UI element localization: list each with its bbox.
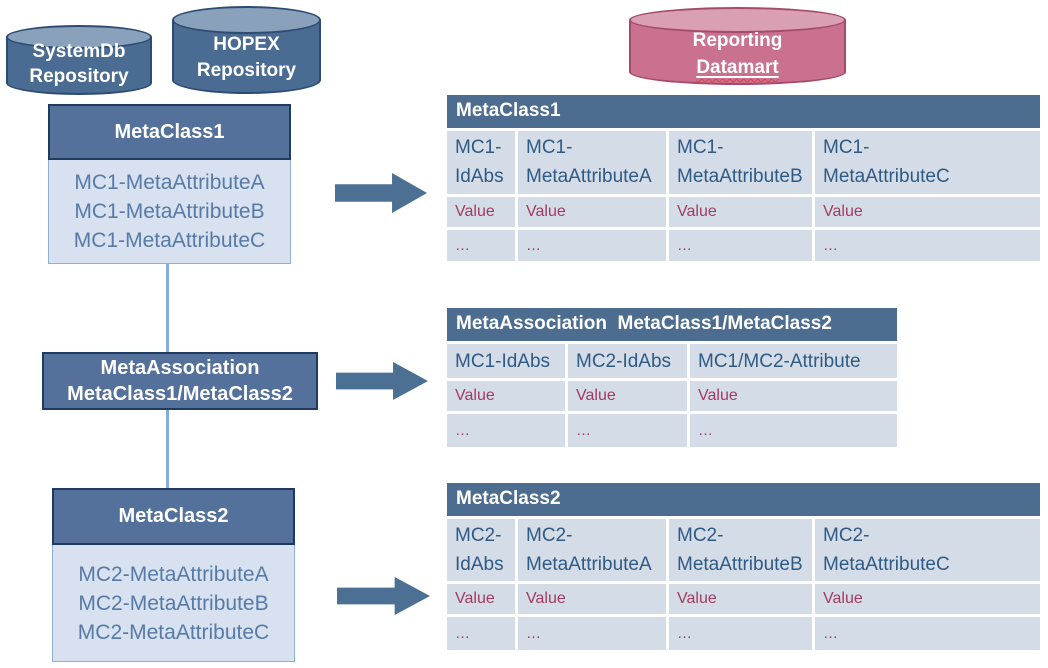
table-title: MetaAssociation MetaClass1/MetaClass2 <box>447 308 897 341</box>
entity-title: MetaClass2 <box>52 488 295 545</box>
table-header-cell: MC1-IdAbs <box>447 344 565 378</box>
table-more-cell: … <box>669 617 812 650</box>
table-grid: MC1- IdAbs MC1- MetaAttributeA MC1- Meta… <box>447 131 1040 261</box>
entity-attribute: MC2-MetaAttributeC <box>77 620 270 644</box>
table-value-cell: Value <box>447 584 515 614</box>
entity-title: MetaClass1 <box>48 104 291 160</box>
metaclass1-entity-box: MetaClass1 MC1-MetaAttributeA MC1-MetaAt… <box>48 104 291 264</box>
metaclass2-table: MetaClass2 MC2- IdAbs MC2- MetaAttribute… <box>447 483 1040 650</box>
cylinder-label-line1: Reporting <box>692 30 783 51</box>
flow-arrow-metaclass2 <box>337 577 430 615</box>
table-more-cell: … <box>518 617 666 650</box>
table-header-cell: MC1- IdAbs <box>447 131 515 194</box>
table-value-cell: Value <box>518 197 666 227</box>
table-more-cell: … <box>447 230 515 261</box>
table-header-cell: MC2- MetaAttributeB <box>669 519 812 581</box>
connector-metaclass1-to-association <box>166 263 169 354</box>
entity-attribute: MC2-MetaAttributeA <box>78 562 269 586</box>
table-header-cell: MC1- MetaAttributeC <box>815 131 1040 194</box>
entity-title-line1: MetaAssociation <box>100 357 260 379</box>
table-more-cell: … <box>815 230 1040 261</box>
table-more-cell: … <box>518 230 666 261</box>
table-value-cell: Value <box>518 584 666 614</box>
cylinder-top-ellipse <box>629 7 846 33</box>
entity-title-line2: MetaClass1/MetaClass2 <box>67 383 293 405</box>
metaassociation-entity-box: MetaAssociation MetaClass1/MetaClass2 <box>42 352 318 410</box>
cylinder-label: SystemDb Repository <box>6 39 152 89</box>
metaclass2-entity-box: MetaClass2 MC2-MetaAttributeA MC2-MetaAt… <box>52 488 295 662</box>
table-value-cell: Value <box>568 381 687 411</box>
table-title: MetaClass2 <box>447 483 1040 516</box>
table-header-cell: MC1- MetaAttributeB <box>669 131 812 194</box>
table-header-cell: MC2- MetaAttributeC <box>815 519 1040 581</box>
table-more-cell: … <box>690 414 897 447</box>
cylinder-top-ellipse <box>172 6 321 34</box>
cylinder-label-line1: HOPEX <box>213 34 280 55</box>
cylinder-label-line2: Repository <box>29 66 129 87</box>
cylinder-label-line2: Repository <box>196 60 297 81</box>
table-value-cell: Value <box>669 197 812 227</box>
cylinder-label-line2: Datamart <box>629 54 846 81</box>
table-header-cell: MC1- MetaAttributeA <box>518 131 666 194</box>
table-more-cell: … <box>815 617 1040 650</box>
metaclass1-table: MetaClass1 MC1- IdAbs MC1- MetaAttribute… <box>447 95 1040 261</box>
flow-arrow-association <box>336 362 428 400</box>
connector-association-to-metaclass2 <box>166 408 169 490</box>
systemdb-repository-cylinder: SystemDb Repository <box>6 25 152 95</box>
cylinder-label-line1: SystemDb <box>32 41 126 62</box>
table-value-cell: Value <box>690 381 897 411</box>
table-value-cell: Value <box>669 584 812 614</box>
entity-attribute: MC1-MetaAttributeC <box>73 229 266 252</box>
table-header-cell: MC1/MC2-Attribute <box>690 344 897 378</box>
table-value-cell: Value <box>815 197 1040 227</box>
table-header-cell: MC2- IdAbs <box>447 519 515 581</box>
entity-attribute-list: MC1-MetaAttributeA MC1-MetaAttributeB MC… <box>48 160 291 264</box>
table-title: MetaClass1 <box>447 95 1040 128</box>
metaassociation-table: MetaAssociation MetaClass1/MetaClass2 MC… <box>447 308 897 447</box>
table-more-cell: … <box>447 414 565 447</box>
entity-attribute: MC1-MetaAttributeB <box>74 200 265 223</box>
table-more-cell: … <box>669 230 812 261</box>
entity-attribute-list: MC2-MetaAttributeA MC2-MetaAttributeB MC… <box>52 545 295 662</box>
cylinder-label: HOPEX Repository <box>172 32 321 84</box>
cylinder-top-ellipse <box>6 25 152 49</box>
flow-arrow-metaclass1 <box>335 173 427 213</box>
hopex-repository-cylinder: HOPEX Repository <box>172 6 321 94</box>
table-more-cell: … <box>568 414 687 447</box>
cylinder-label: Reporting Datamart <box>629 27 846 81</box>
table-header-cell: MC2-IdAbs <box>568 344 687 378</box>
entity-attribute: MC1-MetaAttributeA <box>74 171 265 194</box>
table-value-cell: Value <box>447 197 515 227</box>
spellcheck-squiggle: Datamart <box>696 57 778 78</box>
table-value-cell: Value <box>815 584 1040 614</box>
entity-attribute: MC2-MetaAttributeB <box>78 591 269 615</box>
cylinder-label-line2-text: Datamart <box>696 57 779 78</box>
table-more-cell: … <box>447 617 515 650</box>
table-grid: MC2- IdAbs MC2- MetaAttributeA MC2- Meta… <box>447 519 1040 650</box>
table-header-cell: MC2- MetaAttributeA <box>518 519 666 581</box>
table-grid: MC1-IdAbs MC2-IdAbs MC1/MC2-Attribute Va… <box>447 344 897 447</box>
reporting-datamart-cylinder: Reporting Datamart <box>629 7 846 85</box>
table-value-cell: Value <box>447 381 565 411</box>
